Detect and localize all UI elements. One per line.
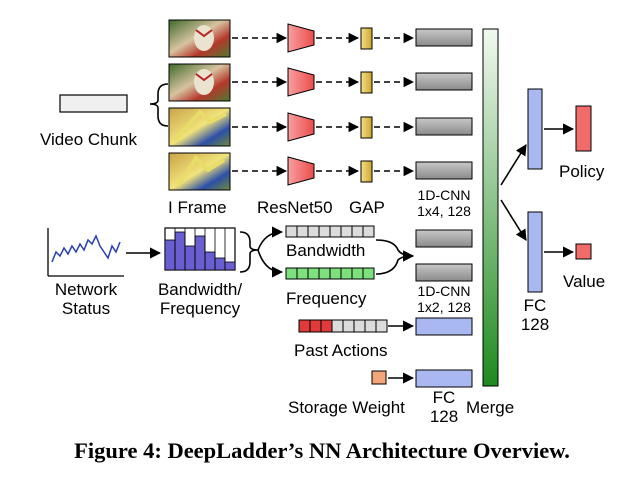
resnet-to-gap-arrows xyxy=(316,32,360,177)
histogram-icon xyxy=(164,227,236,271)
gap-to-cnn-arrows xyxy=(374,32,415,177)
feature-arrows xyxy=(375,239,415,384)
storage-weight-label: Storage Weight xyxy=(288,398,405,417)
frame-to-resnet-arrows xyxy=(232,32,288,177)
fc-big-label-line1: FC xyxy=(523,296,547,315)
bw-freq-label-line1: Bandwidth/ xyxy=(157,280,243,299)
frame-thumbnail-icon xyxy=(168,107,231,147)
hist-brace xyxy=(239,231,259,273)
frame-thumbnail-icon xyxy=(168,63,231,102)
frame-thumbnail-icon xyxy=(168,19,231,58)
video-brace xyxy=(149,83,169,127)
storage-weight-cell xyxy=(371,370,387,385)
cnn-bottom-label-line2: 1x2, 128 xyxy=(417,299,471,315)
video-chunk-label: Video Chunk xyxy=(40,130,138,149)
bandwidth-label: Bandwidth xyxy=(286,241,366,260)
past-actions-label: Past Actions xyxy=(294,341,388,360)
value-output xyxy=(575,243,592,260)
fc-small-label-line1: FC xyxy=(432,388,456,407)
cnn-blocks-top xyxy=(415,28,473,180)
network-status-label-line2: Status xyxy=(61,299,111,318)
fc-big-label-line2: 128 xyxy=(520,315,550,334)
video-chunk-bar xyxy=(59,94,128,113)
value-label: Value xyxy=(563,272,606,291)
policy-label: Policy xyxy=(559,162,605,181)
hist-to-feature-arrows xyxy=(257,226,284,278)
i-frame-label: I Frame xyxy=(168,198,227,217)
gap-label: GAP xyxy=(349,198,385,217)
figure-caption: Figure 4: DeepLadder’s NN Architecture O… xyxy=(74,438,570,463)
frequency-cells xyxy=(285,267,375,280)
frequency-label: Frequency xyxy=(286,289,367,308)
merge-label: Merge xyxy=(466,398,515,417)
past-actions-cells xyxy=(298,319,388,333)
bw-freq-label-line2: Frequency xyxy=(159,299,241,318)
cnn-bottom-label-line1: 1D-CNN xyxy=(417,283,471,299)
merge-bar xyxy=(482,28,499,387)
fc-to-output-arrows xyxy=(544,123,575,258)
fc-small-blocks xyxy=(415,317,473,388)
resnet50-label: ResNet50 xyxy=(257,198,333,217)
frame-thumbnail-icon xyxy=(168,152,231,191)
policy-output xyxy=(575,105,592,152)
cnn-blocks-bottom xyxy=(415,229,473,282)
merge-to-fc-arrows xyxy=(500,144,527,241)
bandwidth-cells xyxy=(285,225,375,238)
cnn-top-label-line2: 1x4, 128 xyxy=(417,203,471,219)
fc-small-label-line2: 128 xyxy=(429,407,459,426)
cnn-top-label-line1: 1D-CNN xyxy=(417,187,471,203)
network-sparkline-icon xyxy=(47,228,124,277)
resnet50-blocks xyxy=(287,23,315,186)
gap-blocks xyxy=(360,27,373,183)
fc-big-blocks xyxy=(527,88,543,293)
network-status-label-line1: Network xyxy=(54,280,118,299)
